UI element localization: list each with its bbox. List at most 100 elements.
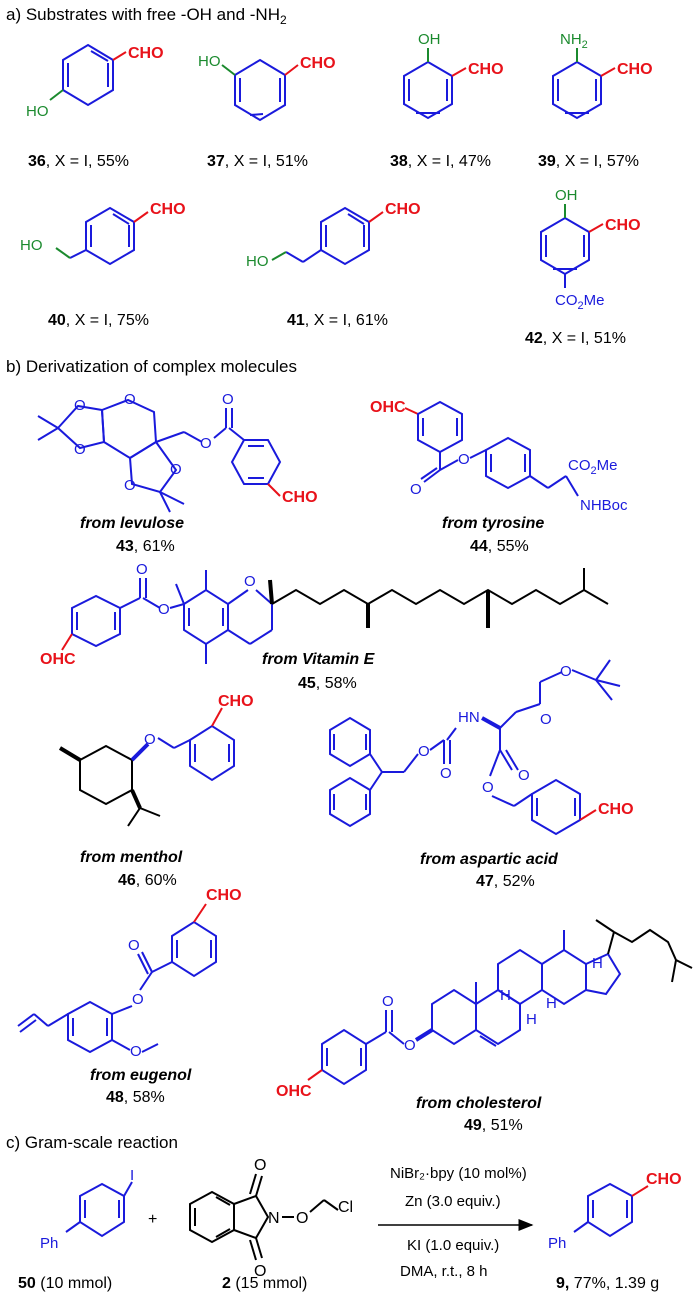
o-label: O: [254, 1263, 266, 1280]
nhboc-label: NHBoc: [580, 497, 628, 514]
compound-label-41: 41, X = I, 61%: [287, 312, 388, 329]
o-label: O: [130, 1043, 142, 1060]
section-a-title: a) Substrates with free -OH and -NH2: [6, 5, 287, 27]
compound-45-structure: OHC O O O: [40, 561, 609, 668]
o-label: O: [418, 743, 430, 760]
o-label: O: [74, 441, 86, 458]
compound-label-38: 38, X = I, 47%: [390, 153, 491, 170]
co2me-label: CO2Me: [555, 292, 604, 312]
compound-label-42: 42, X = I, 51%: [525, 330, 626, 347]
h-label: H: [546, 995, 557, 1012]
compound-2-structure: O O N O Cl: [189, 1157, 353, 1280]
source-vitamin-e: from Vitamin E: [262, 651, 376, 668]
ho-label: HO: [26, 103, 49, 120]
o-label: O: [124, 477, 136, 494]
condition-4: DMA, r.t., 8 h: [400, 1263, 488, 1280]
h-label: H: [526, 1011, 537, 1028]
o-label: O: [296, 1210, 308, 1227]
cl-label: Cl: [338, 1199, 353, 1216]
o-label: O: [440, 765, 452, 782]
compound-50-structure: I Ph: [40, 1167, 134, 1252]
compound-37-structure: HO CHO: [198, 53, 336, 122]
source-cholesterol: from cholesterol: [416, 1095, 542, 1112]
compound-label-43: 43, 61%: [116, 538, 175, 555]
compound-43-structure: O O O O O O O CHO: [37, 391, 318, 513]
ph-label: Ph: [40, 1235, 58, 1252]
source-levulose: from levulose: [80, 515, 184, 532]
o-label: O: [158, 601, 170, 618]
o-label: O: [132, 991, 144, 1008]
compound-label-37: 37, X = I, 51%: [207, 153, 308, 170]
reactant-2-label: 2 (15 mmol): [222, 1275, 307, 1292]
o-label: O: [170, 461, 182, 478]
compound-39-structure: NH2 CHO: [552, 31, 653, 120]
source-eugenol: from eugenol: [90, 1067, 192, 1084]
condition-2: Zn (3.0 equiv.): [405, 1193, 501, 1210]
cho-label: CHO: [206, 887, 242, 904]
compound-label-40: 40, X = I, 75%: [48, 312, 149, 329]
h-label: H: [500, 987, 511, 1004]
hn-label: HN: [458, 709, 480, 726]
ho-label: HO: [20, 237, 43, 254]
ho-label: HO: [246, 253, 269, 270]
source-menthol: from menthol: [80, 849, 183, 866]
co2me-label: CO2Me: [568, 457, 617, 477]
cho-label: CHO: [385, 201, 421, 218]
o-label: O: [244, 573, 256, 590]
product-9-structure: CHO Ph: [548, 1171, 682, 1252]
cho-label: CHO: [617, 61, 653, 78]
section-c-title: c) Gram-scale reaction: [6, 1133, 178, 1152]
compound-46-structure: O CHO: [58, 693, 254, 827]
compound-48-structure: CHO O O O: [17, 887, 242, 1060]
cho-label: OHC: [276, 1083, 312, 1100]
oh-label: OH: [555, 187, 578, 204]
o-label: O: [254, 1157, 266, 1174]
compound-label-36: 36, X = I, 55%: [28, 153, 129, 170]
reactant-1-label: 50 (10 mmol): [18, 1275, 112, 1292]
o-label: O: [74, 397, 86, 414]
compound-label-45: 45, 58%: [298, 675, 357, 692]
ring-oxygen-label: O: [124, 391, 136, 408]
cho-label: CHO: [282, 489, 318, 506]
cho-label: CHO: [605, 217, 641, 234]
section-b-title: b) Derivatization of complex molecules: [6, 357, 297, 376]
oh-label: OH: [418, 31, 441, 48]
compound-label-39: 39, X = I, 57%: [538, 153, 639, 170]
o-label: O: [518, 767, 530, 784]
o-label: O: [222, 391, 234, 408]
compound-44-structure: OHC O O CO2Me NHBoc: [370, 399, 628, 514]
cho-label: CHO: [218, 693, 254, 710]
compound-36-structure: CHO HO: [26, 43, 164, 120]
compound-49-structure: OHC O O H H H H: [276, 919, 693, 1100]
compound-label-44: 44, 55%: [470, 538, 529, 555]
product-label: 9, 77%, 1.39 g: [556, 1275, 659, 1292]
o-label: O: [404, 1037, 416, 1054]
o-label: O: [540, 711, 552, 728]
compound-47-structure: O O HN O O O O CHO: [329, 659, 634, 836]
h-label: H: [592, 955, 603, 972]
source-aspartic-acid: from aspartic acid: [420, 851, 559, 868]
condition-1: NiBr₂·bpy (10 mol%): [390, 1165, 527, 1182]
compound-40-structure: CHO HO: [20, 201, 186, 266]
compound-41-structure: CHO HO: [246, 201, 421, 270]
cho-label: CHO: [128, 45, 164, 62]
cho-label: CHO: [646, 1171, 682, 1188]
cho-label: CHO: [468, 61, 504, 78]
cho-label: CHO: [598, 801, 634, 818]
n-label: N: [268, 1210, 280, 1227]
compound-42-structure: OH CHO CO2Me: [540, 187, 641, 312]
compound-label-47: 47, 52%: [476, 873, 535, 890]
o-label: O: [382, 993, 394, 1010]
ph-label: Ph: [548, 1235, 566, 1252]
o-label: O: [200, 435, 212, 452]
ho-label: HO: [198, 53, 221, 70]
o-label: O: [560, 663, 572, 680]
source-tyrosine: from tyrosine: [442, 515, 544, 532]
plus-sign: +: [148, 1211, 157, 1228]
compound-label-49: 49, 51%: [464, 1117, 523, 1134]
condition-3: KI (1.0 equiv.): [407, 1237, 499, 1254]
o-label: O: [128, 937, 140, 954]
compound-label-46: 46, 60%: [118, 872, 177, 889]
o-label: O: [136, 561, 148, 578]
